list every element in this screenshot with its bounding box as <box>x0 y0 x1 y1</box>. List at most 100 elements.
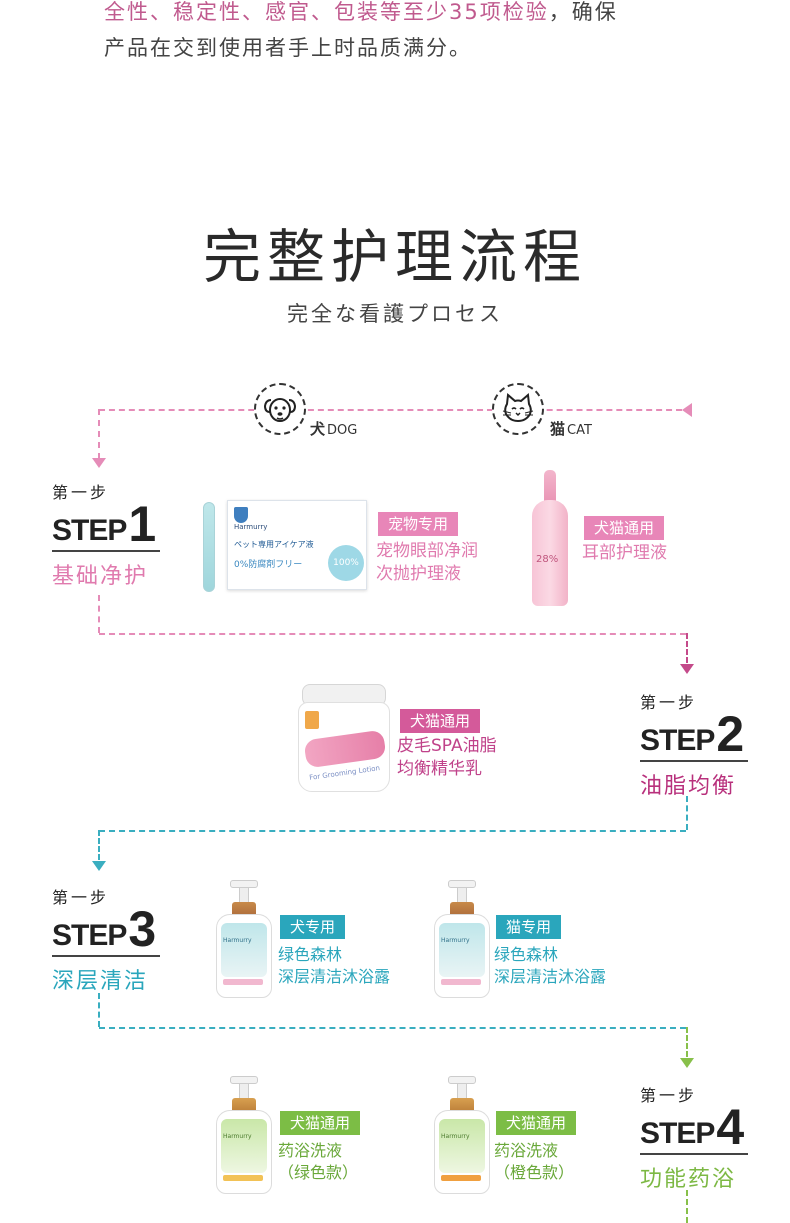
connector-2-left-down <box>98 830 100 860</box>
tag-pet-only: 宠物专用 <box>378 512 459 536</box>
brand-shield-icon <box>234 507 248 523</box>
eye-care-package: Harmurry ペット専用アイケア液 0%防腐剤フリー 100% <box>227 500 367 590</box>
step-3-number: 3 <box>128 901 157 957</box>
step-3: 第一步 STEP 3 深层清洁 <box>52 889 162 995</box>
tag-dog-cat-4: 犬猫通用 <box>496 1111 577 1135</box>
intro-highlight: 全性、稳定性、感官、包装等至少35项检验 <box>104 0 549 24</box>
vial-icon <box>203 502 215 592</box>
step-3-title: 深层清洁 <box>52 969 149 994</box>
bottle-stripe <box>441 979 481 985</box>
bottle-body: Harmurry <box>216 914 272 998</box>
tag-dog-cat-2: 犬猫通用 <box>400 709 481 733</box>
product-name-shampoo-cat: 绿色森林 深层清洁沐浴露 <box>494 945 607 986</box>
eye-package-brand: Harmurry <box>234 523 268 531</box>
step-2-rule <box>640 760 748 762</box>
bottle-stripe <box>223 979 263 985</box>
step-1-word: STEP <box>52 514 127 547</box>
bottle-brand: Harmurry <box>441 937 470 944</box>
eye-package-badge: 100% <box>328 545 364 581</box>
bottle-label <box>439 923 485 977</box>
step-2-small: 第一步 <box>640 693 698 712</box>
product-name-eye: 宠物眼部净润 次抛护理液 <box>376 541 478 584</box>
step-4-rule <box>640 1153 748 1155</box>
arrow-down-icon <box>680 664 694 674</box>
bottle-body: Harmurry <box>434 914 490 998</box>
product-shampoo-dog: Harmurry <box>216 880 272 998</box>
product-shampoo-cat: Harmurry <box>434 880 490 998</box>
ear-bottle-nozzle <box>544 470 556 504</box>
step-4: 第一步 STEP 4 功能药浴 <box>640 1087 750 1193</box>
step-4-title: 功能药浴 <box>640 1167 737 1192</box>
page-subtitle: 完全な看護プロセス <box>287 302 503 326</box>
bottle-brand: Harmurry <box>223 937 252 944</box>
bottle-label <box>439 1119 485 1173</box>
cat-icon <box>492 383 544 435</box>
spa-jar-band <box>303 729 387 769</box>
product-name-medicated-orange: 药浴洗液 （橙色款） <box>494 1141 575 1182</box>
step-3-word: STEP <box>52 919 127 952</box>
page-title: 完整护理流程 <box>202 223 587 291</box>
step-1-rule <box>52 550 160 552</box>
product-name-medicated-green: 药浴洗液 （绿色款） <box>278 1141 359 1182</box>
intro-rest: ，确保 <box>548 0 618 24</box>
tag-dog-cat-1: 犬猫通用 <box>584 516 665 540</box>
ear-bottle-body: 28% <box>532 500 568 606</box>
ear-bottle-text: 28% <box>536 554 559 565</box>
product-eye-care-box: Harmurry ペット専用アイケア液 0%防腐剤フリー 100% <box>203 500 367 592</box>
tag-dog-cat-3: 犬猫通用 <box>280 1111 361 1135</box>
arrow-left-icon <box>682 403 692 417</box>
bottle-label <box>221 923 267 977</box>
product-ear-care-bottle: 28% <box>530 470 570 606</box>
spa-jar-badge <box>305 711 319 729</box>
connector-top <box>99 409 682 411</box>
bottle-body: Harmurry <box>434 1110 490 1194</box>
tag-dog-only: 犬专用 <box>280 915 346 939</box>
spa-jar-text: For Grooming Lotion <box>308 764 381 782</box>
bottle-stripe <box>223 1175 263 1181</box>
connector-3-across <box>99 1027 686 1029</box>
step-3-small: 第一步 <box>52 888 110 907</box>
connector-3-down <box>98 993 100 1027</box>
connector-4-down <box>686 1190 688 1223</box>
step-2: 第一步 STEP 2 油脂均衡 <box>640 694 750 800</box>
spa-jar-body: For Grooming Lotion <box>298 702 390 792</box>
connector-1-right-down <box>686 633 688 663</box>
bottle-body: Harmurry <box>216 1110 272 1194</box>
step-3-rule <box>52 955 160 957</box>
eye-package-free: 0%防腐剤フリー <box>234 560 303 570</box>
step-1: 第一步 STEP 1 基础净护 <box>52 484 162 590</box>
step-1-small: 第一步 <box>52 483 110 502</box>
step-4-word: STEP <box>640 1117 715 1150</box>
bottle-stripe <box>441 1175 481 1181</box>
product-medicated-green: Harmurry <box>216 1076 272 1194</box>
intro-text: 全性、稳定性、感官、包装等至少35项检验，确保 产品在交到使用者手上时品质满分。 <box>104 0 724 66</box>
product-spa-jar: For Grooming Lotion <box>298 684 390 792</box>
step-2-number: 2 <box>716 706 745 762</box>
bottle-brand: Harmurry <box>223 1133 252 1140</box>
tag-cat-only: 猫专用 <box>496 915 562 939</box>
product-name-shampoo-dog: 绿色森林 深层清洁沐浴露 <box>278 945 391 986</box>
intro-line-2: 产品在交到使用者手上时品质满分。 <box>104 36 472 60</box>
bottle-label <box>221 1119 267 1173</box>
connector-2-down <box>686 796 688 830</box>
product-name-ear: 耳部护理液 <box>582 543 667 563</box>
connector-top-down <box>98 409 100 459</box>
arrow-down-icon <box>680 1058 694 1068</box>
connector-3-right-down <box>686 1027 688 1057</box>
step-1-title: 基础净护 <box>52 564 149 589</box>
product-medicated-orange: Harmurry <box>434 1076 490 1194</box>
dog-icon <box>254 383 306 435</box>
bottle-brand: Harmurry <box>441 1133 470 1140</box>
arrow-down-icon <box>92 861 106 871</box>
step-2-title: 油脂均衡 <box>640 774 737 799</box>
connector-2-across <box>99 830 686 832</box>
arrow-down-icon <box>92 458 106 468</box>
step-4-number: 4 <box>716 1099 745 1155</box>
connector-1-down <box>98 595 100 633</box>
eye-package-line: ペット専用アイケア液 <box>234 540 314 549</box>
product-name-spa: 皮毛SPA油脂 均衡精华乳 <box>397 736 497 779</box>
step-4-small: 第一步 <box>640 1086 698 1105</box>
step-2-word: STEP <box>640 724 715 757</box>
